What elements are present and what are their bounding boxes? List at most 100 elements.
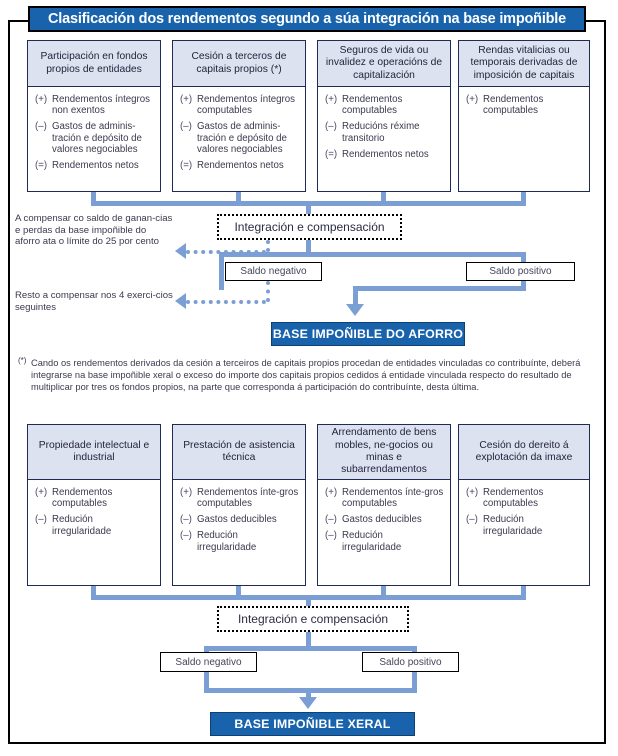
card-body: (+) Rendementos íntegros computables (–)…	[173, 87, 305, 180]
note-compensar-ganancias: A compensar co saldo de ganan-cias e per…	[15, 213, 173, 248]
item-text: Reducións réxime transitorio	[342, 121, 420, 144]
sign: (–)	[325, 121, 337, 133]
card-header: Arrendamento de bens mobles, ne-gocios o…	[318, 425, 450, 480]
list-item: (+) Rendementos ínte-gros computables	[325, 487, 444, 510]
item-text: Rendementos netos	[52, 160, 139, 172]
sign: (+)	[466, 487, 479, 498]
connector-to-result	[306, 688, 311, 699]
list-item: (+) Rendementos computables	[466, 94, 583, 117]
card-header: Participación en fondos propios de entid…	[28, 41, 160, 87]
item-text: Redución irregularidade	[483, 514, 543, 537]
connector-positivo-bottom-bus	[353, 286, 526, 291]
item-text: Rendementos netos	[342, 148, 429, 160]
item-text: Redución irregularidade	[197, 530, 257, 553]
connector-stem	[91, 192, 96, 203]
list-item: (–) Reducións réxime transitorio	[325, 121, 444, 144]
base-imponible-aforro: BASE IMPOÑIBLE DO AFORRO	[271, 322, 465, 346]
card-dereito-imaxe: Cesión do dereito á explotación da imaxe…	[458, 424, 590, 586]
card-header: Propiedade intelectual e industrial	[28, 425, 160, 480]
item-text: Rendementos computables	[52, 487, 113, 510]
sign: (+)	[180, 487, 193, 498]
card-propiedade-intelectual: Propiedade intelectual e industrial (+) …	[27, 424, 161, 586]
connector-stem	[236, 586, 241, 597]
item-text: Rendementos netos	[197, 160, 284, 172]
card-body: (+) Rendementos computables (–) Redución…	[318, 87, 450, 169]
card-asistencia-tecnica: Prestación de asistencia técnica (+) Ren…	[172, 424, 306, 586]
connector-stem	[236, 192, 241, 203]
list-item: (–) Redución irregularidade	[180, 530, 299, 553]
footnote: (*) Cando os rendementos derivados da ce…	[18, 356, 584, 394]
arrow-left-to-note-1	[175, 243, 186, 259]
connector-stem	[381, 192, 386, 203]
saldo-label: Saldo positivo	[489, 266, 552, 277]
connector-stem	[381, 586, 386, 597]
sign: (–)	[180, 514, 192, 526]
item-text: Gastos deducibles	[342, 514, 422, 526]
footnote-text: Cando os rendementos derivados da cesión…	[31, 358, 581, 393]
dotted-line-to-note-1	[186, 250, 266, 254]
saldo-positivo-savings: Saldo positivo	[466, 262, 575, 281]
connector-down-to-integration	[306, 201, 311, 217]
integration-label: Integración e compensación	[234, 220, 385, 234]
result-label: BASE IMPOÑIBLE XERAL	[234, 717, 391, 731]
saldo-negativo-savings: Saldo negativo	[225, 262, 322, 281]
list-item: (+) Rendementos computables	[325, 94, 444, 117]
list-item: (–) Gastos deducibles	[325, 514, 444, 525]
connector-stem	[521, 586, 526, 597]
card-body: (+) Rendementos computables	[459, 87, 589, 125]
sign: (–)	[325, 530, 337, 542]
item-text: Rendementos ínte-gros computables	[197, 487, 299, 510]
sign: (=)	[325, 148, 338, 160]
item-text: Gastos de adminis-tración e depósito de …	[197, 121, 287, 156]
list-item: (+) Rendementos íntegros non exentos	[35, 94, 154, 117]
sign: (–)	[35, 514, 47, 526]
sign: (–)	[180, 530, 192, 542]
item-text: Rendementos íntegros non exentos	[52, 94, 151, 117]
card-header: Prestación de asistencia técnica	[173, 425, 305, 480]
base-imponible-xeral: BASE IMPOÑIBLE XERAL	[210, 712, 415, 736]
page-title: Clasificación dos rendementos segundo a …	[48, 11, 566, 27]
saldo-label: Saldo negativo	[240, 266, 307, 277]
sign: (+)	[35, 487, 48, 498]
dotted-vertical-connector	[266, 281, 270, 302]
connector-integration-down	[306, 240, 311, 256]
card-body: (+) Rendementos computables (–) Redución…	[459, 480, 589, 546]
item-text: Rendementos ínte-gros computables	[342, 487, 444, 510]
sign: (+)	[325, 487, 338, 498]
list-item: (–) Gastos de adminis-tración e depósito…	[35, 121, 154, 155]
page-title-banner: Clasificación dos rendementos segundo a …	[28, 6, 586, 32]
item-text: Gastos deducibles	[197, 514, 277, 526]
result-label: BASE IMPOÑIBLE DO AFORRO	[272, 327, 464, 341]
connector-split-bus	[204, 646, 417, 651]
card-arrendamento: Arrendamento de bens mobles, ne-gocios o…	[317, 424, 451, 586]
list-item: (+) Rendementos íntegros computables	[180, 94, 299, 117]
list-item: (=) Rendementos netos	[35, 160, 154, 171]
saldo-label: Saldo negativo	[175, 656, 242, 668]
connector-to-result	[353, 286, 358, 306]
saldo-label: Saldo positivo	[379, 656, 442, 668]
integration-box-general: Integración e compensación	[217, 606, 409, 632]
list-item: (–) Redución irregularidade	[35, 514, 154, 537]
card-body: (+) Rendementos computables (–) Redución…	[28, 480, 160, 546]
card-header: Cesión do dereito á explotación da imaxe	[459, 425, 589, 480]
sign: (+)	[466, 94, 479, 105]
list-item: (=) Rendementos netos	[325, 149, 444, 160]
arrow-down-to-base-aforro	[346, 304, 364, 316]
card-cesion-terceros: Cesión a terceros de capitais propios (*…	[172, 40, 306, 192]
list-item: (–) Gastos de adminis-tración e depósito…	[180, 121, 299, 155]
item-text: Redución irregularidade	[52, 514, 112, 537]
sign: (–)	[466, 514, 478, 526]
list-item: (–) Redución irregularidade	[325, 530, 444, 553]
integration-box-savings: Integración e compensación	[217, 214, 402, 240]
list-item: (+) Rendementos ínte-gros computables	[180, 487, 299, 510]
sign: (=)	[35, 160, 48, 172]
item-text: Rendementos computables	[483, 487, 544, 510]
card-body: (+) Rendementos ínte-gros computables (–…	[318, 480, 450, 562]
sign: (=)	[180, 160, 193, 172]
sign: (+)	[325, 94, 338, 105]
note-resto-compensar: Resto a compensar nos 4 exerci-cios segu…	[15, 290, 173, 313]
connector-stem	[521, 192, 526, 203]
card-header: Cesión a terceros de capitais propios (*…	[173, 41, 305, 87]
dotted-line-to-note-2	[186, 300, 266, 304]
integration-label: Integración e compensación	[237, 612, 389, 626]
